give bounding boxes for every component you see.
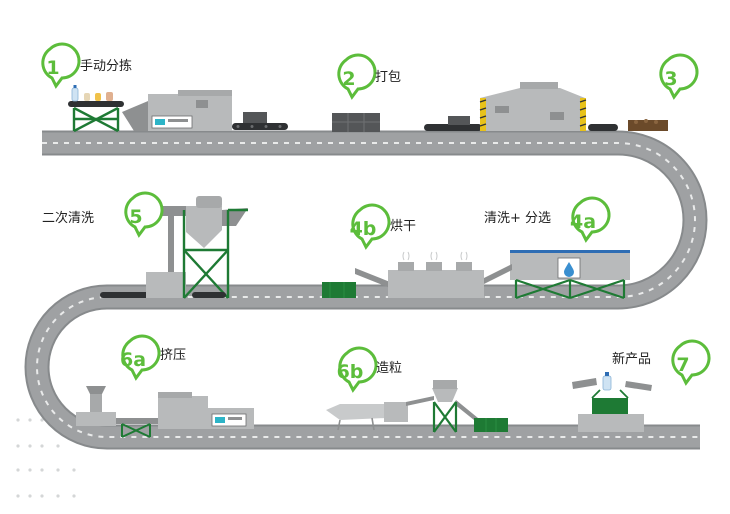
step-label-4a: 清洗+ 分选 — [484, 211, 551, 226]
step-marker-1: 1 — [41, 42, 81, 89]
step-number-4b: 4b — [350, 218, 377, 240]
step-number-3: 3 — [664, 68, 677, 90]
sorting-station — [68, 85, 288, 133]
step-marker-4a: 4a — [570, 196, 611, 243]
step-number-4a: 4a — [570, 211, 596, 233]
step-number-1: 1 — [46, 57, 59, 79]
step-number-2: 2 — [342, 68, 355, 90]
decorative-dot-grid — [16, 418, 76, 498]
step-marker-3: 3 — [659, 53, 699, 100]
step-number-6b: 6b — [337, 361, 364, 383]
step-marker-2: 2 — [337, 53, 377, 100]
step-label-4b: 烘干 — [390, 219, 416, 234]
step-label-2: 打包 — [375, 70, 401, 85]
step-number-6a: 6a — [120, 349, 146, 371]
extruder-machine — [76, 386, 254, 438]
second-wash-tower — [100, 196, 248, 299]
pelletizer-machine — [326, 380, 508, 433]
washer-sorter-machine — [510, 250, 630, 300]
bottle-icon — [71, 85, 113, 102]
step-marker-7: 7 — [671, 339, 711, 386]
bale-block — [332, 113, 380, 132]
bottle-icon — [602, 372, 612, 391]
step-label-7: 新产品 — [612, 351, 651, 367]
step-label-1: 手动分拣 — [80, 59, 132, 74]
step-marker-6b: 6b — [337, 346, 378, 393]
step-marker-4b: 4b — [350, 203, 391, 250]
step-number-7: 7 — [676, 354, 689, 376]
water-drop-icon — [564, 262, 574, 277]
new-product-station — [572, 372, 652, 432]
shredder-machine — [424, 82, 668, 131]
step-marker-6a: 6a — [120, 334, 161, 381]
step-label-6b: 造粒 — [376, 361, 402, 376]
step-number-5: 5 — [129, 206, 142, 228]
step-label-5: 二次清洗 — [42, 210, 94, 226]
step-label-6a: 挤压 — [160, 348, 186, 363]
dryer-machine — [322, 251, 512, 298]
step-marker-5: 5 — [124, 191, 164, 238]
